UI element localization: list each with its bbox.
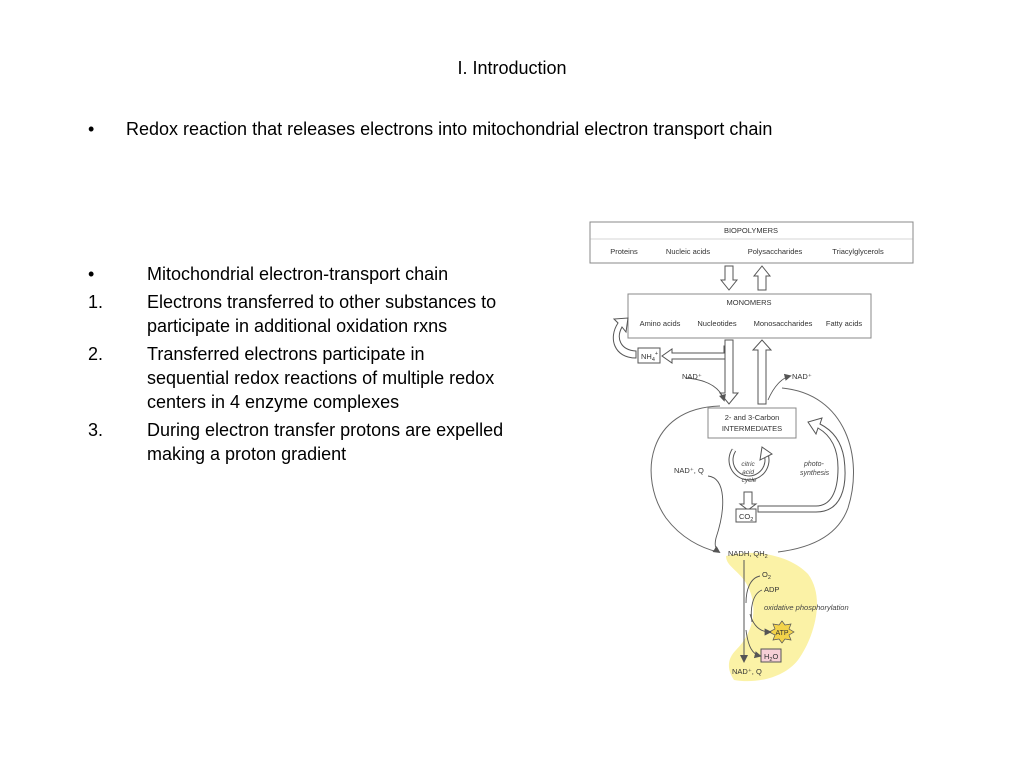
down-arrow-icon bbox=[719, 265, 739, 291]
nad-left-curve bbox=[685, 377, 726, 402]
citric-label: citric acid cycle bbox=[741, 461, 756, 484]
intro-bullet-text: Redox reaction that releases electrons i… bbox=[126, 119, 773, 139]
h2o-label: H2O bbox=[764, 652, 778, 663]
bullet-marker: • bbox=[88, 119, 95, 139]
loop-right bbox=[777, 387, 854, 553]
oxphos-label: oxidative phosphorylation bbox=[764, 603, 849, 612]
loop-left bbox=[650, 405, 721, 553]
biopolymers-title: BIOPOLYMERS bbox=[724, 226, 778, 235]
list-item-text: Transferred electrons participate in seq… bbox=[147, 344, 495, 412]
biopolymers-box bbox=[589, 221, 914, 264]
up-arrow-icon bbox=[752, 265, 772, 291]
monomers-box bbox=[627, 293, 872, 339]
nad-q-curve bbox=[707, 475, 724, 553]
adp-label: ADP bbox=[764, 585, 779, 594]
etc-list: • Mitochondrial electron-transport chain… bbox=[88, 262, 508, 470]
intermediates-line2: INTERMEDIATES bbox=[722, 424, 782, 433]
nadh-qh2-label: NADH, QH2 bbox=[728, 549, 768, 560]
monomer-amino-acids: Amino acids bbox=[640, 319, 681, 328]
o2-label: O2 bbox=[762, 570, 771, 581]
list-item-text: Electrons transferred to other substance… bbox=[147, 292, 497, 336]
biopolymer-triacylglycerols: Triacylglycerols bbox=[832, 247, 884, 256]
nad-q-bottom-label: NAD⁺, Q bbox=[732, 667, 762, 676]
atp-star-icon bbox=[768, 620, 795, 644]
list-item-text: During electron transfer protons are exp… bbox=[147, 420, 504, 464]
up-arrow-long-icon bbox=[751, 339, 773, 405]
list-item: 1. Electrons transferred to other substa… bbox=[88, 290, 508, 338]
list-marker: • bbox=[88, 264, 95, 284]
co2-label: CO2 bbox=[739, 512, 753, 523]
monomers-title: MONOMERS bbox=[727, 298, 772, 307]
list-marker: 2. bbox=[88, 344, 104, 364]
slide-title: I. Introduction bbox=[457, 58, 567, 78]
oxphos-highlight bbox=[726, 552, 817, 682]
list-item: • Mitochondrial electron-transport chain bbox=[88, 262, 508, 286]
co2-box bbox=[735, 508, 757, 523]
photosynthesis-label: photo- synthesis bbox=[800, 461, 830, 477]
nh4-arrow-icon bbox=[661, 345, 731, 364]
nad-right-curve bbox=[767, 373, 792, 401]
list-item: 2. Transferred electrons participate in … bbox=[88, 342, 508, 414]
biopolymer-nucleic-acids: Nucleic acids bbox=[666, 247, 710, 256]
nh4-box bbox=[637, 347, 661, 364]
biopolymer-proteins: Proteins bbox=[610, 247, 638, 256]
atp-label: ATP bbox=[775, 630, 788, 637]
nad-left-label: NAD⁺ bbox=[682, 372, 702, 381]
metabolism-diagram: BIOPOLYMERS Proteins Nucleic acids Polys… bbox=[586, 218, 916, 688]
nad-right-label: NAD⁺ bbox=[792, 372, 812, 381]
nh4-label: NH4+ bbox=[641, 351, 658, 363]
list-marker: 3. bbox=[88, 420, 104, 440]
intermediates-box bbox=[707, 407, 797, 439]
photosynthesis-arrow-icon bbox=[757, 417, 846, 513]
monomer-monosaccharides: Monosaccharides bbox=[754, 319, 813, 328]
biopolymer-polysaccharides: Polysaccharides bbox=[748, 247, 803, 256]
monomer-fatty-acids: Fatty acids bbox=[826, 319, 863, 328]
down-arrow-long-icon bbox=[718, 339, 740, 405]
intermediates-line1: 2- and 3-Carbon bbox=[725, 413, 780, 422]
monomer-nucleotides: Nucleotides bbox=[697, 319, 736, 328]
nad-q-label: NAD⁺, Q bbox=[674, 466, 704, 475]
list-item: 3. During electron transfer protons are … bbox=[88, 418, 508, 466]
co2-arrow-icon bbox=[738, 491, 758, 511]
list-marker: 1. bbox=[88, 292, 104, 312]
list-item-text: Mitochondrial electron-transport chain bbox=[147, 264, 449, 284]
recycle-arrow-icon bbox=[612, 317, 637, 359]
